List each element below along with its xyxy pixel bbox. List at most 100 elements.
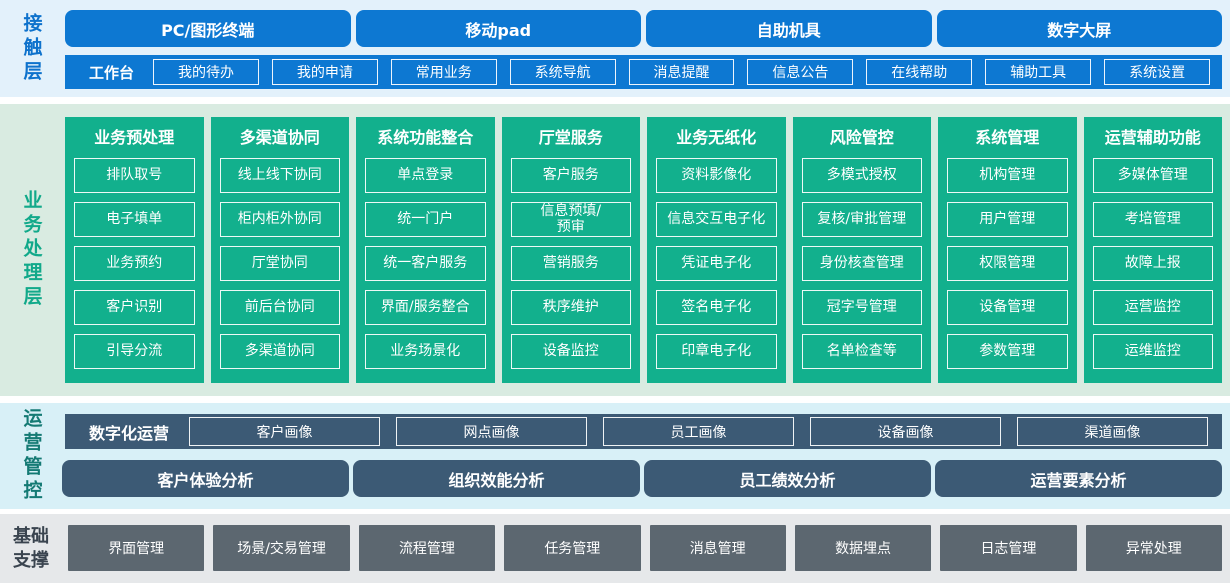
contact-layer-section: 接触层 PC/图形终端 移动pad 自助机具 数字大屏 工作台 我的待办 我的申… [0, 0, 1230, 97]
column-paperless-business: 业务无纸化 资料影像化 信息交互电子化 凭证电子化 签名电子化 印章电子化 [647, 117, 786, 383]
foundation-data-tracking: 数据埋点 [794, 525, 932, 571]
foundation-process-management: 流程管理 [358, 525, 496, 571]
biz-item: 多媒体管理 [1092, 157, 1213, 193]
workbench-item-common-business: 常用业务 [390, 59, 497, 85]
biz-item: 考培管理 [1092, 201, 1213, 237]
biz-item: 厅堂协同 [219, 245, 340, 281]
channel-digital-screen: 数字大屏 [936, 10, 1222, 47]
biz-item: 故障上报 [1092, 245, 1213, 281]
column-title: 系统管理 [975, 128, 1040, 147]
biz-item: 客户服务 [510, 157, 631, 193]
analysis-org-effectiveness: 组织效能分析 [353, 460, 640, 497]
biz-item: 单点登录 [365, 157, 486, 193]
foundation-layer-label: 基础支撑 [13, 526, 49, 571]
biz-item: 业务场景化 [365, 333, 486, 369]
column-business-preprocessing: 业务预处理 排队取号 电子填单 业务预约 客户识别 引导分流 [65, 117, 204, 383]
foundation-exception-handling: 异常处理 [1085, 525, 1222, 571]
biz-item: 印章电子化 [656, 333, 777, 369]
column-system-integration: 系统功能整合 单点登录 统一门户 统一客户服务 界面/服务整合 业务场景化 [356, 117, 495, 383]
digital-operations-label: 数字化运营 [89, 423, 170, 443]
channel-pc-terminal: PC/图形终端 [65, 10, 351, 47]
column-title: 系统功能整合 [377, 128, 474, 147]
biz-item: 秩序维护 [510, 289, 631, 325]
column-title: 厅堂服务 [538, 128, 603, 147]
business-layer-section: 业务处理层 业务预处理 排队取号 电子填单 业务预约 客户识别 引导分流 多渠道… [0, 104, 1230, 396]
biz-item: 用户管理 [947, 201, 1068, 237]
column-title: 运营辅助功能 [1104, 128, 1201, 147]
business-layer-label: 业务处理层 [20, 190, 43, 310]
analysis-row: 客户体验分析 组织效能分析 员工绩效分析 运营要素分析 [62, 460, 1222, 497]
foundation-scene-transaction-management: 场景/交易管理 [213, 525, 350, 571]
column-system-management: 系统管理 机构管理 用户管理 权限管理 设备管理 参数管理 [938, 117, 1077, 383]
foundation-row: 界面管理 场景/交易管理 流程管理 任务管理 消息管理 数据埋点 日志管理 异常… [68, 525, 1222, 571]
biz-item: 名单检查等 [801, 333, 922, 369]
foundation-layer-section: 基础支撑 界面管理 场景/交易管理 流程管理 任务管理 消息管理 数据埋点 日志… [0, 514, 1230, 583]
channel-mobile-pad: 移动pad [355, 10, 641, 47]
biz-item: 冠字号管理 [801, 289, 922, 325]
biz-item: 排队取号 [74, 157, 195, 193]
analysis-customer-experience: 客户体验分析 [62, 460, 349, 497]
biz-item: 信息预填/ 预审 [510, 201, 631, 237]
biz-item: 业务预约 [74, 245, 195, 281]
biz-item: 统一门户 [365, 201, 486, 237]
channel-self-service: 自助机具 [646, 10, 932, 47]
workbench-item-aux-tools: 辅助工具 [985, 59, 1092, 85]
foundation-task-management: 任务管理 [504, 525, 641, 571]
ops-item-customer-profile: 客户画像 [189, 417, 381, 446]
business-layer-label-col: 业务处理层 [0, 104, 62, 396]
biz-item: 资料影像化 [656, 157, 777, 193]
biz-item: 信息交互电子化 [656, 201, 777, 237]
operations-layer-section: 运营管控 数字化运营 客户画像 网点画像 员工画像 设备画像 渠道画像 客户体验… [0, 403, 1230, 509]
biz-item: 运维监控 [1092, 333, 1213, 369]
workbench-item-online-help: 在线帮助 [866, 59, 973, 85]
operations-layer-label-col: 运营管控 [0, 403, 62, 509]
column-multichannel-collaboration: 多渠道协同 线上线下协同 柜内柜外协同 厅堂协同 前后台协同 多渠道协同 [210, 117, 349, 383]
operations-layer-label: 运营管控 [20, 408, 43, 504]
biz-item: 多模式授权 [801, 157, 922, 193]
workbench-item-navigation: 系统导航 [509, 59, 616, 85]
workbench-item-message-alert: 消息提醒 [628, 59, 735, 85]
biz-item: 引导分流 [74, 333, 195, 369]
digital-operations-bar: 数字化运营 客户画像 网点画像 员工画像 设备画像 渠道画像 [65, 414, 1222, 449]
workbench-bar: 工作台 我的待办 我的申请 常用业务 系统导航 消息提醒 信息公告 在线帮助 辅… [65, 55, 1222, 89]
biz-item: 设备管理 [947, 289, 1068, 325]
foundation-message-management: 消息管理 [649, 525, 786, 571]
column-title: 多渠道协同 [239, 128, 320, 147]
analysis-employee-performance: 员工绩效分析 [644, 460, 931, 497]
biz-item: 线上线下协同 [219, 157, 340, 193]
biz-item: 设备监控 [510, 333, 631, 369]
channel-row: PC/图形终端 移动pad 自助机具 数字大屏 [65, 10, 1222, 47]
biz-item: 客户识别 [74, 289, 195, 325]
column-title: 业务预处理 [94, 128, 175, 147]
foundation-ui-management: 界面管理 [68, 525, 205, 571]
column-title: 业务无纸化 [676, 128, 757, 147]
column-lobby-services: 厅堂服务 客户服务 信息预填/ 预审 营销服务 秩序维护 设备监控 [501, 117, 640, 383]
biz-item: 身份核查管理 [801, 245, 922, 281]
ops-item-device-profile: 设备画像 [810, 417, 1002, 446]
biz-item: 多渠道协同 [219, 333, 340, 369]
workbench-item-todo: 我的待办 [153, 59, 259, 85]
biz-item: 柜内柜外协同 [219, 201, 340, 237]
contact-layer-label: 接触层 [20, 12, 43, 85]
biz-item: 界面/服务整合 [365, 289, 486, 325]
biz-item: 电子填单 [74, 201, 195, 237]
biz-item: 凭证电子化 [656, 245, 777, 281]
column-ops-auxiliary-functions: 运营辅助功能 多媒体管理 考培管理 故障上报 运营监控 运维监控 [1083, 117, 1222, 383]
contact-layer-label-col: 接触层 [0, 0, 62, 97]
biz-item: 统一客户服务 [365, 245, 486, 281]
workbench-item-system-settings: 系统设置 [1104, 59, 1211, 85]
foundation-layer-label-col: 基础支撑 [0, 514, 62, 583]
foundation-log-management: 日志管理 [940, 525, 1077, 571]
biz-item: 运营监控 [1092, 289, 1213, 325]
biz-item: 签名电子化 [656, 289, 777, 325]
analysis-operation-elements: 运营要素分析 [935, 460, 1222, 497]
biz-item: 营销服务 [510, 245, 631, 281]
biz-item: 复核/审批管理 [801, 201, 922, 237]
ops-item-channel-profile: 渠道画像 [1017, 417, 1209, 446]
workbench-label: 工作台 [89, 63, 135, 82]
column-title: 风险管控 [829, 128, 894, 147]
ops-item-employee-profile: 员工画像 [603, 417, 795, 446]
biz-item: 权限管理 [947, 245, 1068, 281]
biz-item: 参数管理 [947, 333, 1068, 369]
